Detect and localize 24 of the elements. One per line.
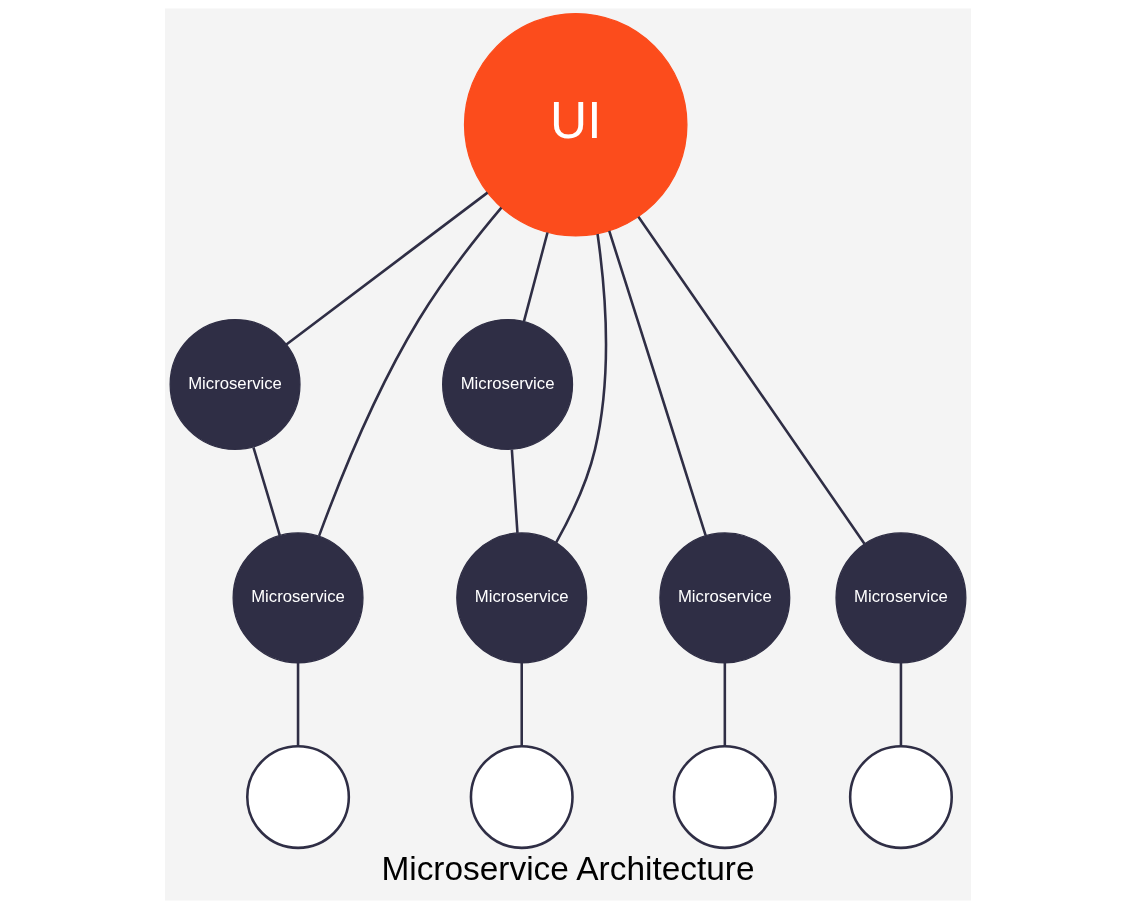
connector xyxy=(510,449,519,534)
node-circle: Microservice xyxy=(232,532,364,664)
connector xyxy=(285,191,488,346)
connector xyxy=(723,662,726,746)
connector xyxy=(296,662,299,746)
node-circle xyxy=(672,745,777,850)
connector xyxy=(899,662,902,746)
node-circle xyxy=(245,745,350,850)
connector xyxy=(554,233,607,544)
connector xyxy=(251,446,281,536)
node-circle: Microservice xyxy=(169,318,301,450)
node-circle: Microservice xyxy=(455,532,587,664)
node-circle: Microservice xyxy=(658,532,790,664)
node-circle xyxy=(848,745,953,850)
connector xyxy=(317,206,502,537)
node-circle: Microservice xyxy=(441,318,573,450)
connector xyxy=(522,232,549,322)
connector xyxy=(636,216,865,545)
node-circle xyxy=(469,745,574,850)
node-circle: UI xyxy=(463,12,688,237)
connector xyxy=(519,662,523,746)
node-circle: Microservice xyxy=(834,532,966,664)
caption: Microservice Architecture xyxy=(380,849,755,887)
connector xyxy=(607,230,707,536)
